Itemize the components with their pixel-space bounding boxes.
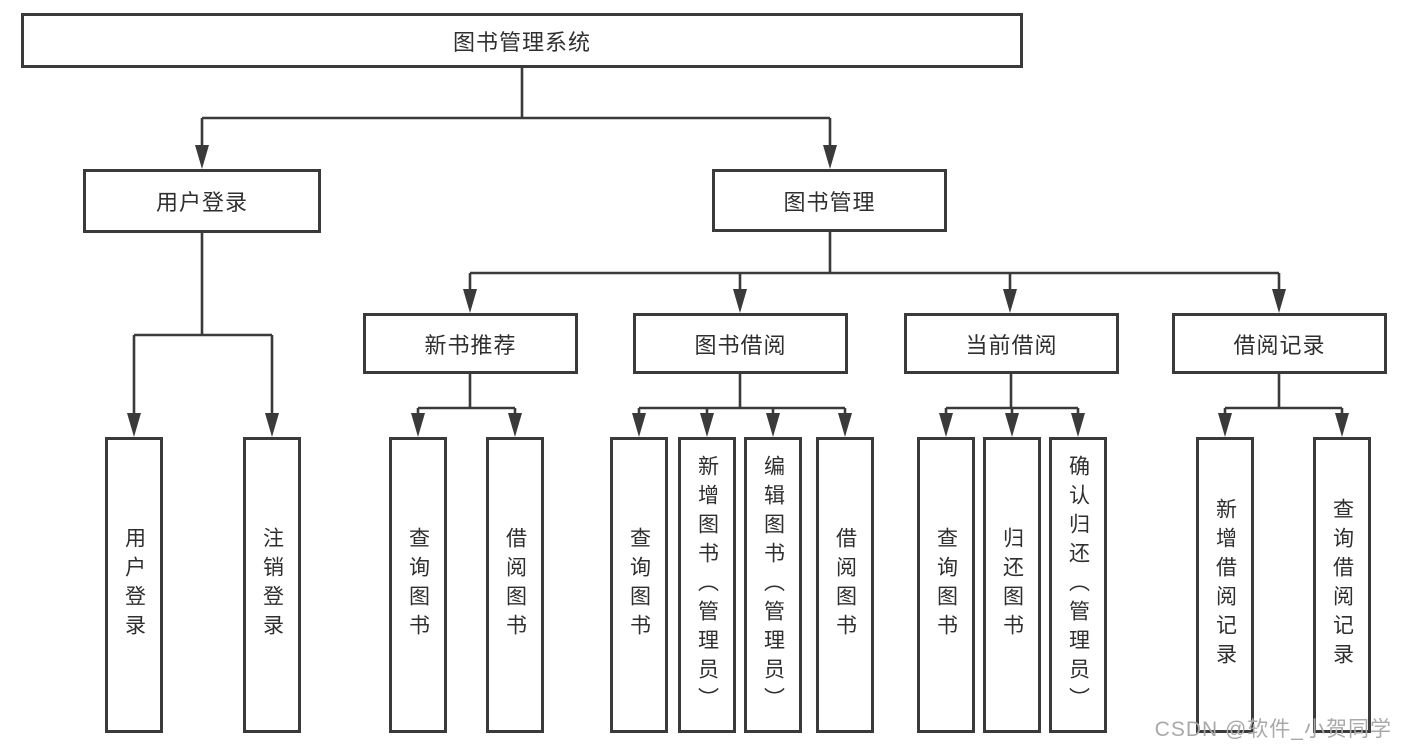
node-label: 当前借阅	[965, 332, 1058, 358]
node-label: 图书管理系统	[452, 29, 591, 55]
node-label: 借阅图书	[503, 527, 527, 643]
node-new-book-recommendation: 新书推荐	[363, 313, 578, 374]
csdn-watermark: CSDN @软件_小贺同学	[1154, 718, 1392, 741]
node-label: 借阅图书	[833, 527, 857, 643]
node-label: 新增图书（管理员）	[695, 454, 719, 716]
node-borrowing-records: 借阅记录	[1172, 313, 1387, 374]
node-confirm-return-admin: 确认归还（管理员）	[1049, 437, 1107, 733]
node-label: 注销登录	[260, 527, 284, 643]
node-add-book-admin: 新增图书（管理员）	[678, 437, 736, 733]
node-label: 查询借阅记录	[1330, 498, 1354, 672]
node-label: 查询图书	[934, 527, 958, 643]
node-label: 借阅记录	[1233, 332, 1326, 358]
node-label: 查询图书	[627, 527, 651, 643]
node-edit-book-admin: 编辑图书（管理员）	[744, 437, 802, 733]
node-query-books-borrowing: 查询图书	[610, 437, 668, 733]
node-query-books-recommend: 查询图书	[389, 437, 447, 733]
node-current-borrowing: 当前借阅	[904, 313, 1119, 374]
node-label: 查询图书	[406, 527, 430, 643]
node-query-books-current: 查询图书	[917, 437, 975, 733]
node-label: 用户登录	[155, 190, 248, 215]
node-label: 图书管理	[783, 189, 876, 215]
node-label: 用户登录	[122, 527, 146, 643]
node-query-borrow-record: 查询借阅记录	[1313, 437, 1371, 733]
node-add-borrow-record: 新增借阅记录	[1196, 437, 1254, 733]
node-book-management: 图书管理	[712, 169, 947, 232]
node-logout: 注销登录	[243, 437, 301, 733]
node-label: 确认归还（管理员）	[1066, 454, 1090, 716]
node-return-book: 归还图书	[983, 437, 1041, 733]
node-label: 编辑图书（管理员）	[761, 454, 785, 716]
node-label: 图书借阅	[694, 332, 787, 358]
arrowheads	[127, 145, 1349, 437]
tree-edges	[132, 68, 1344, 416]
node-library-management-system: 图书管理系统	[21, 13, 1023, 68]
node-label: 新书推荐	[424, 332, 517, 358]
node-borrow-books: 借阅图书	[816, 437, 874, 733]
node-user-login-leaf: 用户登录	[105, 437, 163, 733]
node-borrow-books-recommend: 借阅图书	[486, 437, 544, 733]
node-label: 归还图书	[1000, 527, 1024, 643]
node-label: 新增借阅记录	[1213, 498, 1237, 672]
node-user-login: 用户登录	[83, 169, 321, 233]
node-book-borrowing: 图书借阅	[633, 313, 848, 374]
